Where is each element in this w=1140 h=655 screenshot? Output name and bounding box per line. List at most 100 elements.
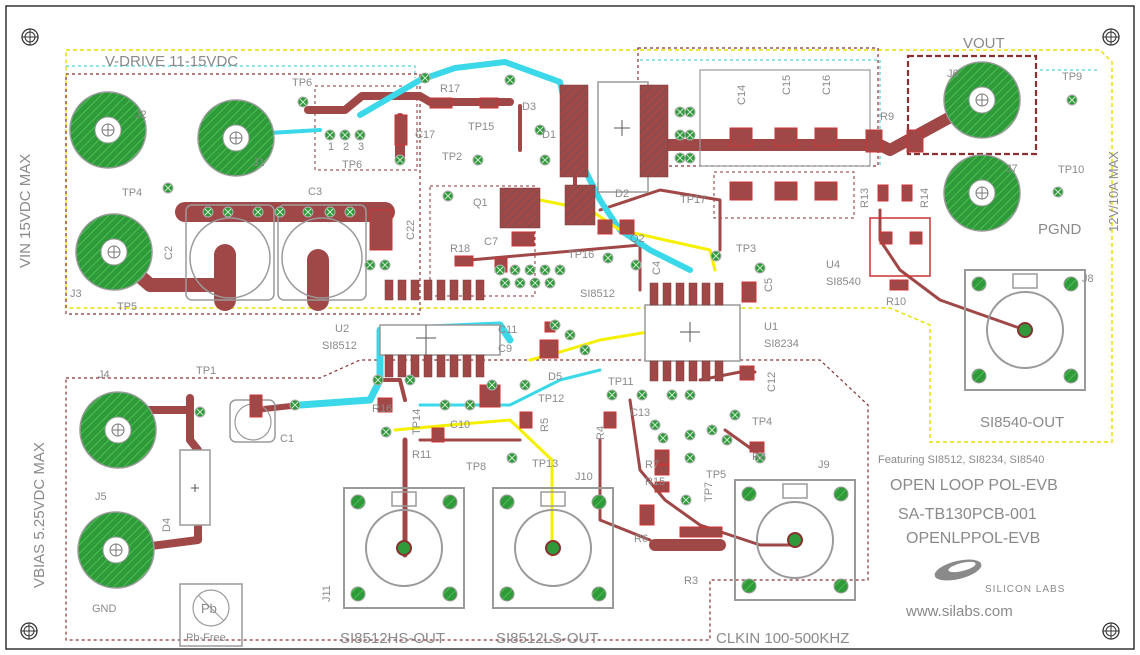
- pin-1-label: 1: [328, 141, 334, 153]
- refdes-r5: R5: [539, 418, 551, 432]
- refdes-u1: U1: [764, 321, 778, 333]
- refdes-tp11: TP11: [608, 376, 633, 388]
- board-name-label: OPEN LOOP POL-EVB: [890, 477, 1058, 494]
- refdes-tp13: TP13: [532, 458, 558, 470]
- refdes-c9: C9: [498, 343, 512, 355]
- refdes-c22: C22: [405, 220, 417, 240]
- refdes-tp5b: TP5: [706, 469, 726, 481]
- pb-free-strike: [197, 594, 225, 622]
- refdes-j6: J6: [947, 68, 959, 80]
- pb-free-icon: [192, 589, 230, 627]
- refdes-tp6b: TP6: [342, 159, 362, 171]
- refdes-r13: R13: [859, 188, 871, 208]
- refdes-r14: R14: [919, 188, 931, 208]
- refdes-j10: J10: [575, 471, 593, 483]
- refdes-r16: R16: [372, 403, 392, 415]
- refdes-d2: D2: [615, 188, 629, 200]
- pin-2-label: 2: [343, 141, 349, 153]
- refdes-j5: J5: [95, 491, 107, 503]
- refdes-tp2: TP2: [442, 151, 462, 163]
- vout-zone-outline: [906, 54, 1038, 156]
- refdes-d3: D3: [522, 101, 536, 113]
- refdes-r11: R11: [412, 449, 431, 461]
- pb-free-box: [179, 583, 243, 647]
- u4-part-label: SI8540: [826, 276, 861, 288]
- refdes-c5: C5: [763, 278, 775, 292]
- q1-zone-outline: [429, 185, 536, 297]
- refdes-j4: J4: [98, 369, 110, 381]
- pb-label: Pb: [201, 601, 217, 616]
- mounting-hole-icon: [1102, 622, 1120, 640]
- url-label: www.silabs.com: [905, 603, 1013, 620]
- c17-zone-outline: [314, 85, 418, 171]
- refdes-c2: C2: [163, 246, 175, 260]
- clkin-label: CLKIN 100-500KHZ: [716, 630, 849, 647]
- refdes-j2: J2: [135, 109, 147, 121]
- refdes-tp8: TP8: [466, 461, 486, 473]
- logo-text: SILICON LABS: [985, 584, 1065, 595]
- vout-label: VOUT: [963, 35, 1005, 52]
- refdes-tp14: TP14: [411, 409, 423, 435]
- u2-part-label: SI8512: [322, 340, 357, 352]
- featuring-label: Featuring SI8512, SI8234, SI8540: [878, 454, 1044, 466]
- refdes-j11: J11: [321, 585, 333, 602]
- j3-terminal-pad: [75, 213, 153, 291]
- tp17-zone-outline: [713, 171, 855, 219]
- refdes-r7: R7: [645, 459, 659, 471]
- pin-3-label: 3: [358, 141, 364, 153]
- refdes-j7: J7: [1006, 163, 1018, 175]
- alt-name-label: OPENLPPOL-EVB: [906, 530, 1040, 547]
- mounting-hole-icon: [21, 28, 39, 46]
- hs-out-label: SI8512HS-OUT: [340, 630, 445, 647]
- refdes-r8: R8: [752, 451, 766, 463]
- vdrive-label: V-DRIVE 11-15VDC: [105, 53, 238, 70]
- part-number-label: SA-TB130PCB-001: [898, 506, 1037, 523]
- refdes-u2: U2: [335, 323, 349, 335]
- refdes-tp15: TP15: [468, 121, 494, 133]
- refdes-c3: C3: [308, 186, 322, 198]
- refdes-c7: C7: [484, 236, 498, 248]
- refdes-r6: R6: [634, 533, 648, 545]
- vdrive-zone-outline: [65, 49, 1113, 443]
- u1-part-label: SI8234: [764, 338, 799, 350]
- mounting-hole-icon: [20, 622, 38, 640]
- refdes-j1: J1: [253, 157, 265, 169]
- smd-components: [249, 97, 924, 538]
- refdes-c17: C17: [415, 129, 435, 141]
- refdes-d5: D5: [548, 371, 562, 383]
- refdes-c15: C15: [781, 75, 793, 95]
- silkscreen-labels: V-DRIVE 11-15VDC VIN 15VDC MAX VBIAS 5.2…: [17, 35, 1121, 647]
- refdes-c10: C10: [450, 419, 470, 431]
- refdes-tp5: TP5: [117, 301, 137, 313]
- refdes-tp17: TP17: [680, 194, 706, 206]
- refdes-tp9: TP9: [1062, 71, 1082, 83]
- electrolytic-capacitors: [185, 204, 367, 443]
- refdes-tp4b: TP4: [122, 187, 142, 199]
- refdes-c11: C11: [498, 324, 517, 336]
- refdes-r18: R18: [450, 243, 470, 255]
- refdes-j9: J9: [818, 459, 830, 471]
- pgnd-label: PGND: [1038, 221, 1082, 238]
- refdes-tp4: TP4: [752, 416, 772, 428]
- vin-label: VIN 15VDC MAX: [17, 154, 34, 268]
- refdes-tp3: TP3: [736, 243, 756, 255]
- ic-pin-rows: [384, 84, 724, 382]
- refdes-c1: C1: [280, 433, 294, 445]
- refdes-tp12: TP12: [538, 393, 564, 405]
- refdes-tp7: TP7: [703, 482, 715, 502]
- refdes-r17: R17: [440, 83, 460, 95]
- refdes-r15: R15: [645, 476, 665, 488]
- gnd-label: GND: [92, 603, 117, 615]
- refdes-r4: R4: [595, 426, 607, 440]
- refdes-c14: C14: [736, 85, 748, 105]
- refdes-r3: R3: [684, 575, 698, 587]
- vout-rating-label: 12V/10A MAX: [1106, 151, 1121, 232]
- pb-free-label: Pb-Free: [186, 632, 226, 644]
- mounting-hole-icon: [1102, 28, 1120, 46]
- refdes-j3: J3: [70, 288, 82, 300]
- refdes-q2: Q2: [630, 233, 645, 245]
- refdes-d4: D4: [161, 518, 173, 532]
- refdes-c12: C12: [766, 372, 778, 392]
- si8540-out-label: SI8540-OUT: [980, 414, 1064, 431]
